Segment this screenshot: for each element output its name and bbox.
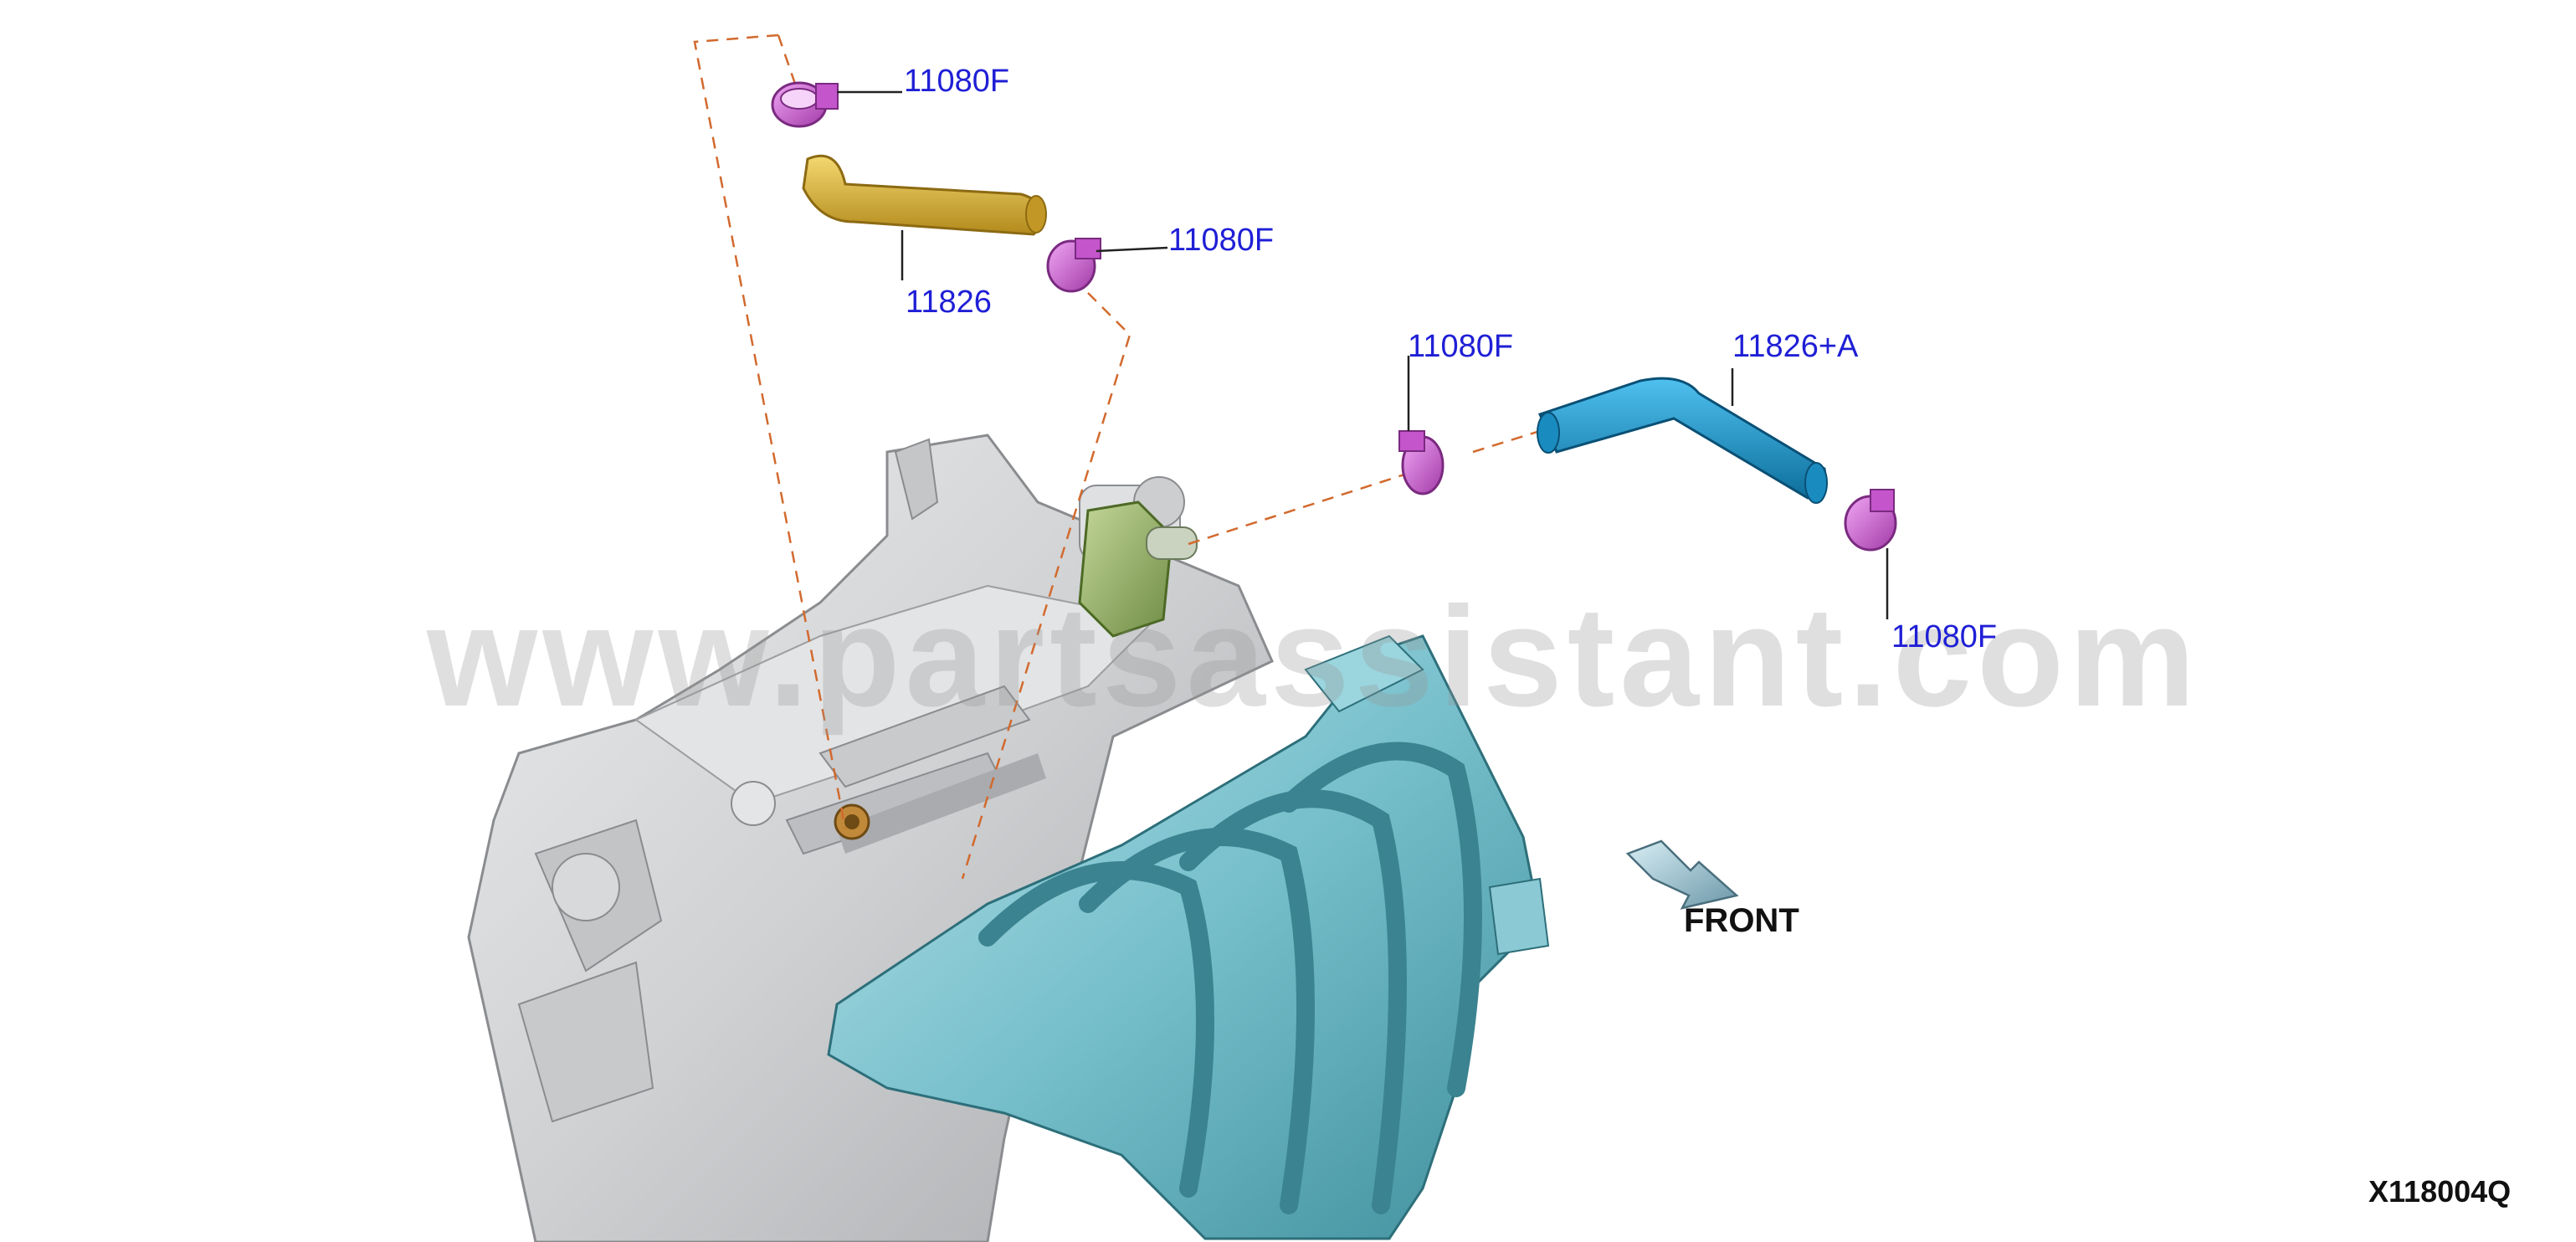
intake-manifold <box>827 634 1550 1240</box>
pcv-valve-housing <box>1078 500 1198 638</box>
callout-clamp-top: 11080F <box>904 64 1010 99</box>
hose-clamp-upper-right <box>1046 238 1101 293</box>
callout-leaders <box>837 90 1889 619</box>
callout-clamp-upper-right: 11080F <box>1168 223 1275 258</box>
front-direction-label: FRONT <box>1684 902 1799 939</box>
watermark-text: www.partsassistant.com <box>427 577 2201 736</box>
front-direction-arrow <box>1625 839 1739 910</box>
callout-hose-lower: 11826+A <box>1732 329 1859 364</box>
upper-breather-hose <box>802 154 1047 236</box>
hose-clamp-right <box>1844 489 1897 552</box>
diagram-code: X118004Q <box>2368 1174 2512 1209</box>
callout-hose-upper: 11826 <box>906 285 992 320</box>
lower-breather-hose <box>1537 377 1828 504</box>
callout-clamp-middle: 11080F <box>1408 329 1514 364</box>
leader-lines <box>693 33 1541 880</box>
engine-block <box>467 434 1274 1242</box>
hose-clamp-middle <box>1398 430 1445 495</box>
callout-clamp-right: 11080F <box>1891 619 1998 654</box>
hose-clamp-top <box>771 81 839 128</box>
